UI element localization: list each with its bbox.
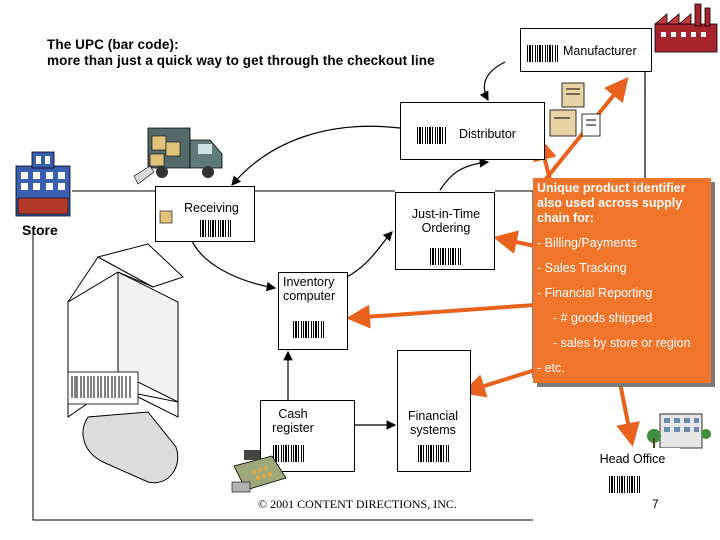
cash-label: Cash register (265, 407, 321, 435)
receiving-box: Receiving (155, 186, 255, 242)
jit-label-line-1: Just-in-Time (411, 207, 481, 221)
barcode-icon (609, 476, 641, 493)
milk-carton-icon (67, 243, 184, 484)
cash-register-icon (231, 450, 287, 493)
factory-icon (653, 3, 718, 53)
callout-item-goods-shipped: - # goods shipped (553, 311, 653, 325)
clipboard-icon (549, 82, 601, 137)
copyright-footer: © 2001 CONTENT DIRECTIONS, INC. (258, 497, 457, 511)
orange-arrow-inventory (346, 303, 536, 329)
title-line-1: The UPC (bar code): (47, 37, 179, 52)
jit-label-line-2: Ordering (421, 221, 471, 235)
jit-label: Just-in-Time Ordering (396, 207, 496, 235)
head-office-box: Head Office (585, 448, 680, 504)
arrow-distributor-receiving (231, 125, 401, 186)
callout-item-financial-reporting: - Financial Reporting (537, 286, 653, 300)
delivery-truck-icon (133, 127, 223, 185)
barcode-icon (417, 127, 447, 144)
receiving-label: Receiving (184, 201, 239, 215)
financial-label: Financial systems (398, 409, 468, 437)
supply-chain-callout: Unique product identifier also used acro… (533, 178, 711, 383)
callout-item-etc: - etc. (537, 361, 565, 375)
inventory-label-line-2: computer (283, 289, 336, 303)
cash-label-line-1: Cash (278, 407, 308, 421)
arrow-inventory-jit (344, 231, 393, 279)
barcode-icon (293, 321, 325, 338)
arrow-manufacturer-distributor (479, 61, 506, 102)
inventory-computer-box: Inventory computer (278, 272, 348, 350)
orange-arrow-financial (461, 368, 536, 398)
corporate-building-icon (647, 413, 711, 449)
manufacturer-label: Manufacturer (563, 44, 637, 58)
inventory-label-line-1: Inventory (283, 275, 335, 289)
callout-item-sales-tracking: - Sales Tracking (537, 261, 627, 275)
orange-arrow-jit (493, 230, 536, 254)
title-line-2: more than just a quick way to get throug… (47, 53, 435, 68)
orange-arrow-headoffice (616, 382, 640, 447)
inventory-label: Inventory computer (279, 275, 349, 303)
distributor-box: Distributor (400, 102, 545, 160)
page-number: 7 (652, 497, 659, 511)
financial-label-line-2: systems (410, 423, 456, 437)
distributor-label: Distributor (459, 127, 516, 141)
callout-heading: Unique product identifier also used acro… (537, 181, 686, 225)
manufacturer-box: Manufacturer (520, 28, 652, 72)
cash-label-line-2: register (272, 421, 314, 435)
barcode-icon (527, 45, 559, 62)
financial-systems-box: Financial systems (397, 350, 471, 472)
cash-register-box: Cash register (260, 400, 355, 472)
arrow-receiving-inventory (189, 235, 277, 292)
barcode-icon (200, 220, 232, 237)
store-building-icon (15, 151, 71, 217)
store-boundary (32, 232, 533, 521)
box-icon (159, 210, 173, 224)
barcode-icon (273, 445, 305, 462)
arrow-jit-distributor (439, 158, 490, 191)
barcode-icon (418, 445, 450, 462)
head-office-label: Head Office (599, 452, 666, 466)
callout-item-sales-by-region: - sales by store or region (553, 336, 691, 350)
callout-item-billing: - Billing/Payments (537, 236, 638, 250)
diagram-title: The UPC (bar code): more than just a qui… (47, 37, 435, 69)
store-label: Store (22, 222, 58, 238)
financial-label-line-1: Financial (407, 409, 459, 423)
barcode-icon (430, 248, 462, 265)
jit-ordering-box: Just-in-Time Ordering (395, 192, 495, 270)
